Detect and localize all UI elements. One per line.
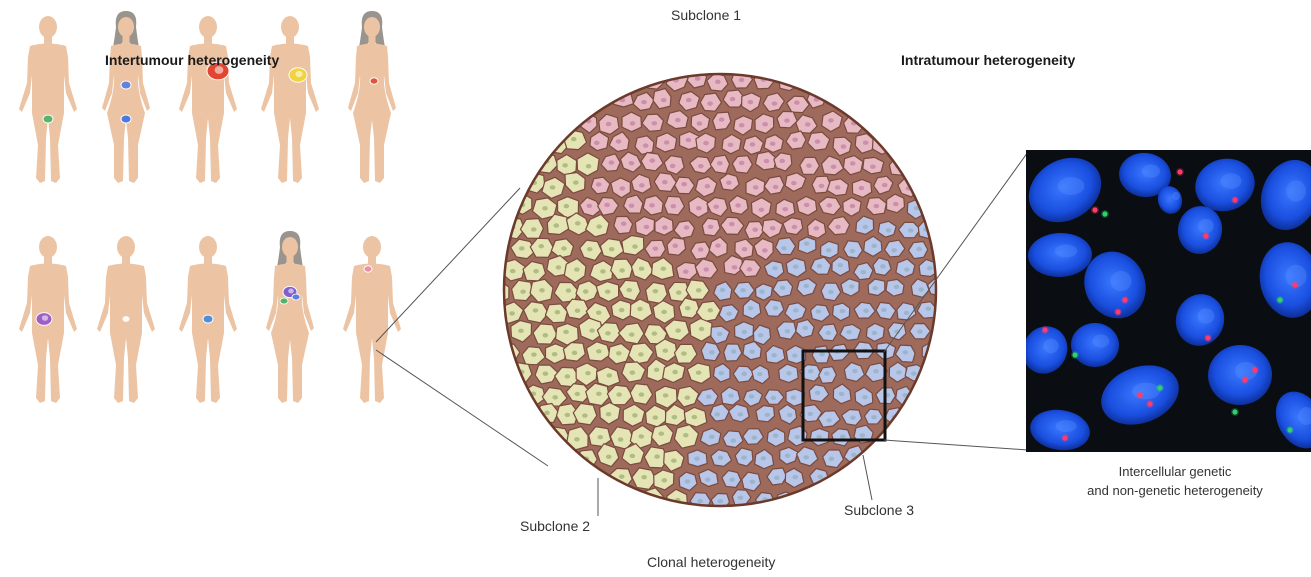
body-figure-9 bbox=[266, 231, 314, 403]
body-figure-2 bbox=[102, 11, 150, 183]
tumour-marker-4 bbox=[289, 68, 307, 82]
tumour-marker-8 bbox=[203, 315, 213, 323]
body-figure-1 bbox=[19, 16, 77, 183]
zoom-line-to-micrograph-bottom bbox=[884, 440, 1028, 450]
body-figure-10 bbox=[343, 236, 401, 403]
clonal-heterogeneity-label: Clonal heterogeneity bbox=[647, 554, 775, 570]
tumour-marker-5 bbox=[370, 78, 378, 84]
zoom-line-upper bbox=[376, 188, 520, 342]
micrograph-caption-line-1: Intercellular genetic bbox=[1056, 462, 1294, 481]
tumour-marker-10 bbox=[364, 266, 372, 272]
subclone-2-label: Subclone 2 bbox=[520, 518, 590, 534]
intertumour-title: Intertumour heterogeneity bbox=[105, 52, 279, 68]
tumour-cross-section bbox=[487, 69, 948, 513]
body-figure-8 bbox=[179, 236, 237, 403]
body-figure-3 bbox=[179, 16, 237, 183]
tumour-marker-7 bbox=[123, 317, 129, 322]
body-figure-6 bbox=[19, 236, 77, 403]
body-figure-5 bbox=[348, 11, 396, 183]
subclone-3-label: Subclone 3 bbox=[844, 502, 914, 518]
fish-micrograph bbox=[1015, 145, 1311, 457]
body-figures bbox=[19, 11, 401, 403]
tumour-marker-6 bbox=[36, 313, 52, 326]
body-figure-4 bbox=[261, 16, 319, 183]
subclone3-leader bbox=[863, 455, 872, 500]
intratumour-title: Intratumour heterogeneity bbox=[901, 52, 1075, 68]
subclone-1-label: Subclone 1 bbox=[671, 7, 741, 23]
body-figure-7 bbox=[97, 236, 155, 403]
micrograph-caption-line-2: and non-genetic heterogeneity bbox=[1056, 481, 1294, 500]
tumour-marker-1 bbox=[43, 115, 53, 123]
micrograph-caption: Intercellular genetic and non-genetic he… bbox=[1056, 462, 1294, 500]
